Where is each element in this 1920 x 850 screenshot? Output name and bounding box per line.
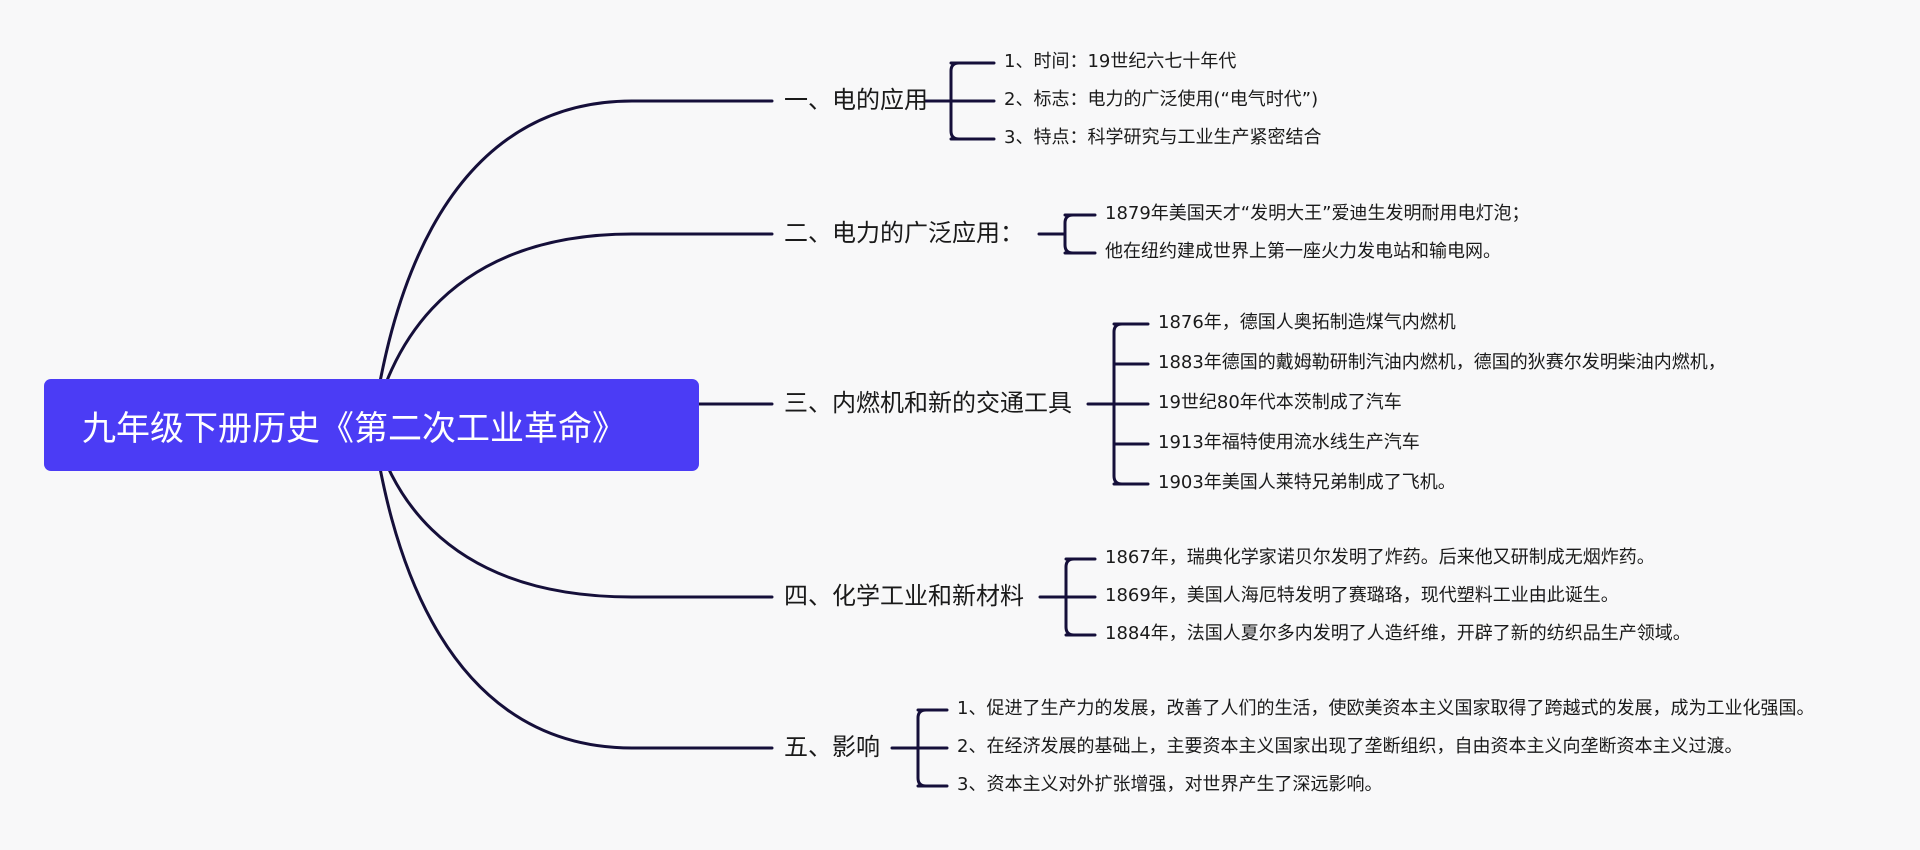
leaf-topic-5-1[interactable]: 1、促进了生产力的发展，改善了人们的生活，使欧美资本主义国家取得了跨越式的发展，… [957, 698, 1815, 719]
leaf-topic-1-2[interactable]: 2、标志：电力的广泛使用(“电气时代”) [1004, 89, 1319, 110]
leaf-topic-3-2[interactable]: 1883年德国的戴姆勒研制汽油内燃机，德国的狄赛尔发明柴油内燃机， [1158, 352, 1726, 373]
leaf-topic-2-2[interactable]: 他在纽约建成世界上第一座火力发电站和输电网。 [1105, 241, 1501, 262]
branch-topic-3[interactable]: 三、内燃机和新的交通工具 [784, 389, 1072, 417]
leaf-topic-3-3[interactable]: 19世纪80年代本茨制成了汽车 [1158, 392, 1402, 413]
leaf-topic-1-3[interactable]: 3、特点：科学研究与工业生产紧密结合 [1004, 127, 1322, 148]
leaf-topic-4-3[interactable]: 1884年，法国人夏尔多内发明了人造纤维，开辟了新的纺织品生产领域。 [1105, 623, 1691, 644]
leaf-topic-4-1[interactable]: 1867年，瑞典化学家诺贝尔发明了炸药。后来他又研制成无烟炸药。 [1105, 547, 1655, 568]
leaf-topic-3-5[interactable]: 1903年美国人莱特兄弟制成了飞机。 [1158, 472, 1456, 493]
leaf-topic-1-1[interactable]: 1、时间：19世纪六七十年代 [1004, 51, 1237, 72]
leaf-topic-5-2[interactable]: 2、在经济发展的基础上，主要资本主义国家出现了垄断组织，自由资本主义向垄断资本主… [957, 736, 1743, 757]
branch-topic-2[interactable]: 二、电力的广泛应用： [784, 219, 1024, 247]
branch-topic-4[interactable]: 四、化学工业和新材料 [784, 582, 1024, 610]
leaf-topic-4-2[interactable]: 1869年，美国人海厄特发明了赛璐珞，现代塑料工业由此诞生。 [1105, 585, 1619, 606]
root-connector-5 [370, 423, 774, 750]
leaf-topic-2-1[interactable]: 1879年美国天才“发明大王”爱迪生发明耐用电灯泡； [1105, 203, 1530, 224]
leaf-topic-3-1[interactable]: 1876年，德国人奥拓制造煤气内燃机 [1158, 312, 1456, 333]
leaf-topic-3-4[interactable]: 1913年福特使用流水线生产汽车 [1158, 432, 1420, 453]
root-topic[interactable]: 九年级下册历史《第二次工业革命》 [44, 379, 699, 471]
leaf-topic-5-3[interactable]: 3、资本主义对外扩张增强，对世界产生了深远影响。 [957, 774, 1383, 795]
root-connector-1 [370, 99, 774, 427]
branch-topic-1[interactable]: 一、电的应用 [784, 86, 928, 114]
leaf-bracket-2 [1063, 213, 1075, 255]
branch-topic-5[interactable]: 五、影响 [784, 733, 880, 761]
